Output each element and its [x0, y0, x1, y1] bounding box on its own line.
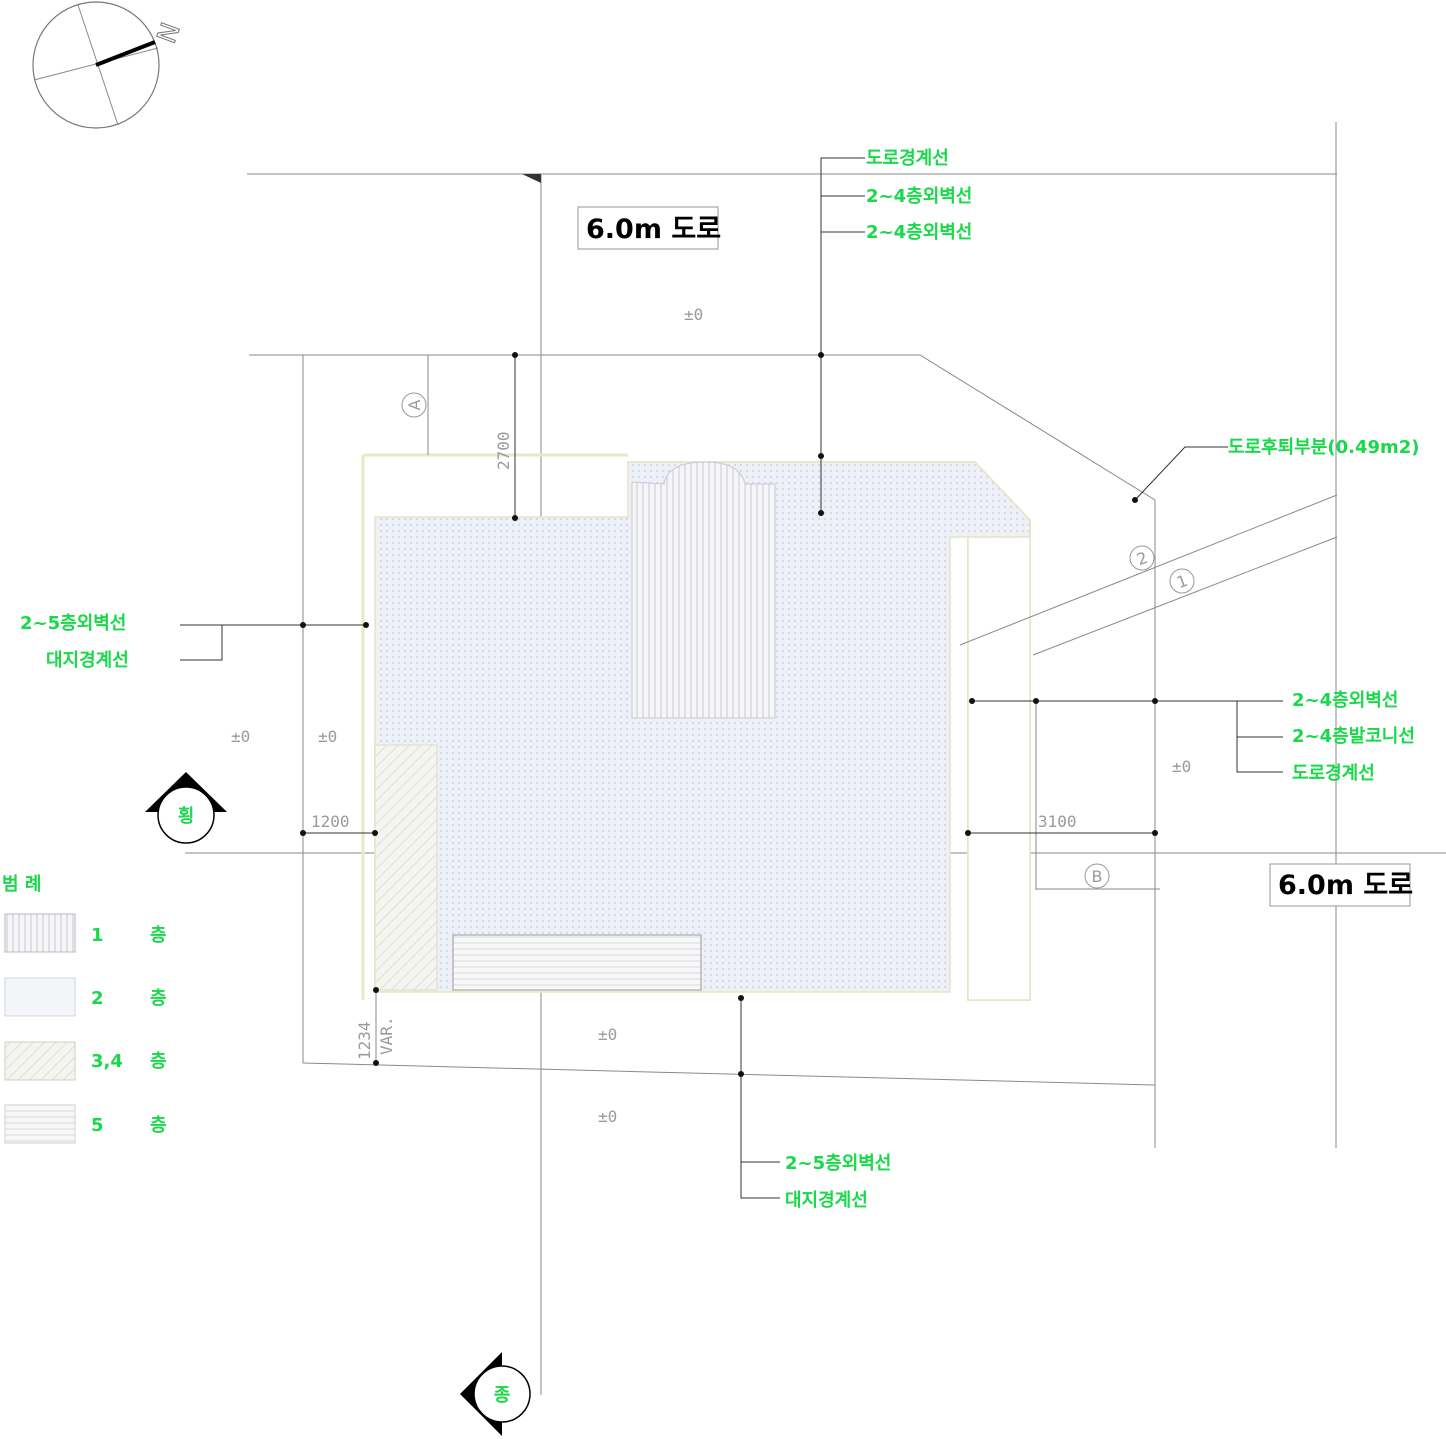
junction-dots	[300, 352, 1158, 1077]
level-bottom-2: ±0	[598, 1107, 617, 1126]
site-boundary-north-east	[249, 354, 1156, 1148]
north-road-arrow-mark	[522, 174, 541, 183]
legend-unit-5: 층	[150, 1115, 167, 1136]
east-road-label: 6.0m 도로	[1278, 870, 1413, 901]
leader-lines	[180, 157, 1338, 1199]
east-road-box	[1269, 863, 1411, 907]
dim-var: VAR.	[377, 1016, 396, 1055]
legend-num-5: 5	[91, 1115, 104, 1136]
callout-wall-2-4-right: 2~4층외벽선	[1292, 690, 1398, 711]
dim-1234: 1234	[355, 1021, 374, 1060]
north-road-label: 6.0m 도로	[586, 214, 721, 245]
callout-road-boundary-top: 도로경계선	[866, 148, 949, 169]
floor-3-4-strip-west	[374, 744, 438, 991]
callout-road-setback: 도로후퇴부분(0.49m2)	[1228, 437, 1420, 458]
building-footprint	[374, 461, 1031, 1001]
svg-text:B: B	[1092, 867, 1103, 886]
marker-1: 1	[1169, 568, 1195, 594]
legend-unit-3-4: 층	[150, 1051, 167, 1072]
dim-2700: 2700	[494, 431, 513, 470]
dim-1200: 1200	[311, 812, 350, 831]
marker-b: B	[1084, 863, 1110, 889]
callout-site-boundary-bottom: 대지경계선	[785, 1190, 868, 1211]
callout-wall-2-5-left: 2~5층외벽선	[20, 613, 126, 634]
legend-num-3-4: 3,4	[91, 1051, 123, 1072]
svg-text:종: 종	[494, 1385, 511, 1406]
balcony-void	[967, 536, 1031, 1001]
legend-unit-1: 층	[150, 925, 167, 946]
level-bottom-1: ±0	[598, 1025, 617, 1044]
legend-swatch-2	[4, 977, 76, 1017]
callout-wall-2-4-top-a: 2~4층외벽선	[866, 186, 972, 207]
legend-swatch-1	[4, 913, 76, 953]
level-top: ±0	[684, 305, 703, 324]
callout-balcony-2-4-right: 2~4층발코니선	[1292, 726, 1415, 747]
level-right: ±0	[1172, 757, 1191, 776]
legend-num-1: 1	[91, 925, 104, 946]
svg-text:횡: 횡	[178, 806, 195, 827]
svg-text:A: A	[405, 399, 424, 410]
legend-swatch-3-4	[4, 1041, 76, 1081]
north-compass: N	[32, 1, 187, 129]
callout-wall-2-4-top-b: 2~4층외벽선	[866, 222, 972, 243]
callout-road-boundary-right: 도로경계선	[1292, 763, 1375, 784]
floor-5-strip	[452, 934, 702, 991]
legend-num-2: 2	[91, 988, 104, 1009]
legend-unit-2: 층	[150, 988, 167, 1009]
legend-swatch-5	[4, 1104, 76, 1144]
site-boundary-south	[302, 1062, 1156, 1086]
legend-title: 범 례	[2, 874, 41, 895]
level-left-inner: ±0	[318, 727, 337, 746]
callout-site-boundary-left: 대지경계선	[46, 650, 129, 671]
dim-3100: 3100	[1038, 812, 1077, 831]
section-mark-west: 횡	[145, 772, 227, 844]
legend: 범 례 1 층 2 층 3,4 층 5 층	[2, 874, 167, 1144]
section-mark-south: 종	[460, 1352, 531, 1436]
compass-letter: N	[152, 19, 187, 48]
marker-a: A	[401, 392, 427, 418]
marker-2: 2	[1129, 545, 1155, 571]
callout-wall-2-5-bottom: 2~5층외벽선	[785, 1153, 891, 1174]
level-left-outer: ±0	[231, 727, 250, 746]
north-road-box	[577, 206, 719, 250]
floor-1-core	[631, 461, 776, 719]
